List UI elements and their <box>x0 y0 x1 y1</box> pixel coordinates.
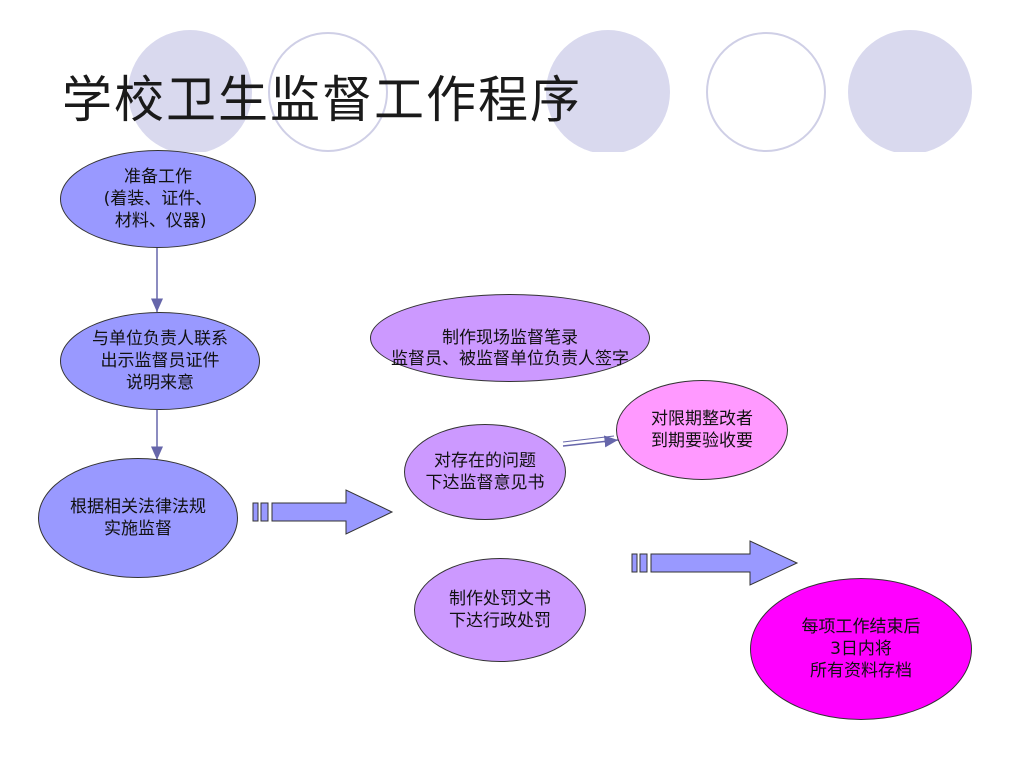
block-arrow-supervise <box>252 489 394 535</box>
node-archive: 每项工作结束后 3日内将 所有资料存档 <box>750 578 972 720</box>
connector-opinion-rectify-base <box>562 435 615 443</box>
node-record: 制作现场监督笔录 <box>370 294 650 382</box>
block-arrow-archive <box>631 540 799 586</box>
decor-circle-1 <box>128 30 252 154</box>
node-supervise-text: 根据相关法律法规 实施监督 <box>70 497 206 539</box>
connector-opinion-rectify <box>562 435 619 448</box>
node-penalty: 制作处罚文书 下达行政处罚 <box>414 558 586 662</box>
node-opinion: 对存在的问题 下达监督意见书 <box>404 424 566 520</box>
node-contact: 与单位负责人联系 出示监督员证件 说明来意 <box>60 312 260 410</box>
node-prepare: 准备工作 (着装、证件、 材料、仪器) <box>60 150 256 248</box>
node-opinion-text: 对存在的问题 下达监督意见书 <box>425 451 545 493</box>
node-supervise: 根据相关法律法规 实施监督 <box>38 458 238 578</box>
node-rectify-text: 对限期整改者 到期要验收要 <box>651 409 753 451</box>
node-contact-text: 与单位负责人联系 出示监督员证件 说明来意 <box>92 329 228 393</box>
node-archive-text: 每项工作结束后 3日内将 所有资料存档 <box>801 617 921 681</box>
decor-circle-3 <box>848 30 972 154</box>
decor-ring-2 <box>706 32 826 152</box>
node-penalty-text: 制作处罚文书 下达行政处罚 <box>449 589 551 631</box>
node-record-line1: 制作现场监督笔录 <box>442 328 578 348</box>
page-title: 学校卫生监督工作程序 <box>62 71 582 129</box>
decor-circle-2 <box>546 30 670 154</box>
node-rectify: 对限期整改者 到期要验收要 <box>616 380 788 480</box>
node-prepare-text: 准备工作 (着装、证件、 材料、仪器) <box>103 167 213 231</box>
node-record-line2: 监督员、被监督单位负责人签字 <box>391 349 629 369</box>
decor-ring-1 <box>268 32 388 152</box>
